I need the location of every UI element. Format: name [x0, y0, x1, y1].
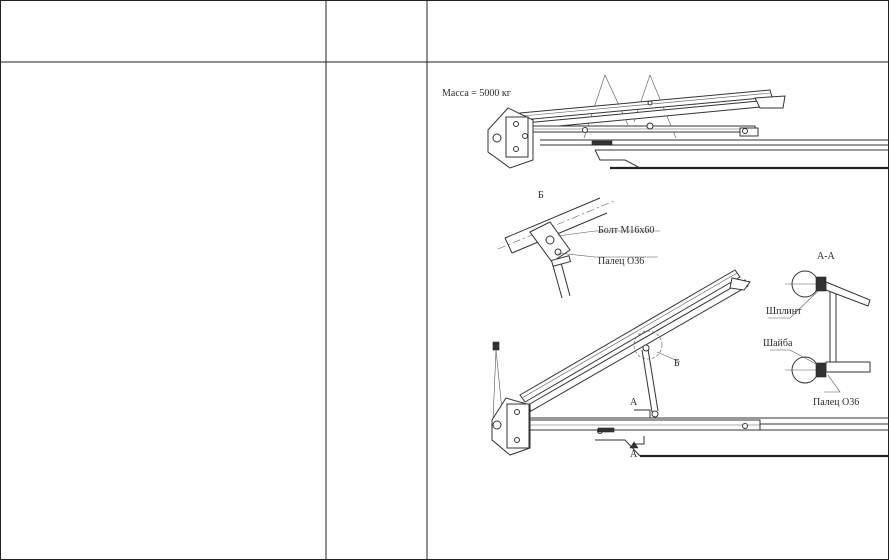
- mark-b-label: Б: [674, 358, 680, 369]
- pin-lower-label: Палец О36: [813, 397, 859, 408]
- raised-position-view: [491, 269, 889, 458]
- mark-a-bottom-label: А: [630, 449, 638, 460]
- mark-a-top-label: А: [630, 397, 638, 408]
- pin-upper-label: Палец О36: [598, 256, 644, 267]
- cotter-label: Шплинт: [766, 306, 802, 317]
- section-aa-title: А-А: [817, 251, 836, 262]
- view-b-title: Б: [538, 190, 544, 201]
- bolt-label: Болт М16х60: [598, 225, 654, 236]
- section-aa: [768, 270, 871, 393]
- mass-label: Масса = 5000 кг: [442, 88, 511, 99]
- washer-label: Шайба: [763, 338, 793, 349]
- detail-view-b: [497, 197, 660, 299]
- transport-position-view: [487, 74, 889, 170]
